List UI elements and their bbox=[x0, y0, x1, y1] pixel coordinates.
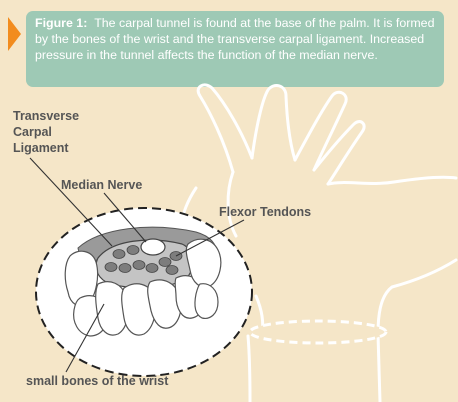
label-small-bones: small bones of the wrist bbox=[26, 374, 169, 388]
median-nerve bbox=[140, 238, 166, 256]
label-transverse-carpal-ligament: Transverse Carpal Ligament bbox=[13, 109, 80, 155]
flexor-tendon bbox=[112, 249, 126, 259]
flexor-tendon bbox=[165, 265, 179, 275]
wrist-section-marker bbox=[248, 319, 388, 345]
leader-line-nerve bbox=[103, 192, 147, 243]
leader-line-ligament bbox=[29, 157, 113, 247]
flexor-tendons bbox=[104, 245, 183, 275]
cross-section bbox=[29, 157, 253, 377]
leader-lines bbox=[29, 157, 245, 373]
label-flexor-tendons: Flexor Tendons bbox=[219, 205, 312, 219]
figure-label: Figure 1: bbox=[35, 16, 88, 30]
wrist-bones bbox=[64, 238, 222, 337]
carpal-bone bbox=[95, 281, 129, 336]
flexor-tendon bbox=[158, 257, 172, 267]
caption-arrow-icon bbox=[8, 17, 21, 51]
carpal-bone bbox=[147, 279, 182, 329]
leader-line-tendons bbox=[175, 219, 245, 257]
caption-text: The carpal tunnel is found at the base o… bbox=[35, 16, 435, 62]
leader-line-bones bbox=[65, 303, 105, 373]
label-median-nerve: Median Nerve bbox=[61, 178, 143, 192]
flexor-tendon bbox=[145, 263, 159, 273]
flexor-tendon bbox=[104, 262, 118, 272]
figure-caption: Figure 1: The carpal tunnel is found at … bbox=[26, 11, 444, 87]
flexor-tendon bbox=[126, 245, 140, 255]
carpal-bone bbox=[194, 283, 219, 319]
hand-outline bbox=[180, 83, 458, 402]
flexor-tendon bbox=[132, 260, 146, 270]
flexor-tendon bbox=[118, 263, 132, 273]
